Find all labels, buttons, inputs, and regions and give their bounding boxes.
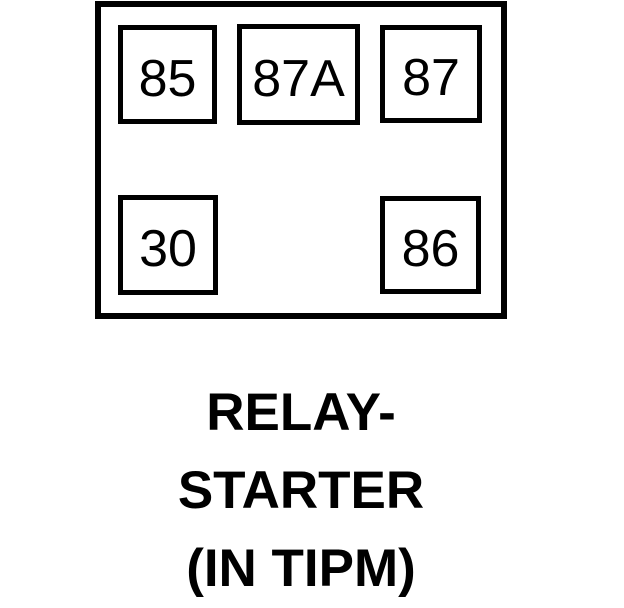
- relay-pin-30: 30: [118, 195, 218, 295]
- relay-outline-box: 85 87A 87 30 86: [95, 1, 507, 319]
- relay-pin-87: 87: [380, 25, 482, 123]
- relay-pin-87-label: 87: [402, 49, 460, 107]
- relay-pin-85-label: 85: [138, 49, 197, 108]
- relay-caption-line-3: (IN TIPM): [186, 539, 416, 598]
- relay-caption-line-1: RELAY-: [206, 383, 396, 442]
- relay-pin-86: 86: [380, 196, 481, 294]
- relay-pin-86-label: 86: [401, 220, 460, 278]
- relay-caption: RELAY- STARTER (IN TIPM): [95, 374, 507, 608]
- relay-pin-85: 85: [118, 25, 217, 124]
- relay-pin-87a: 87A: [237, 24, 360, 125]
- relay-caption-line-2: STARTER: [177, 461, 425, 520]
- relay-pin-30-label: 30: [139, 220, 197, 278]
- relay-pin-87a-label: 87A: [252, 49, 345, 108]
